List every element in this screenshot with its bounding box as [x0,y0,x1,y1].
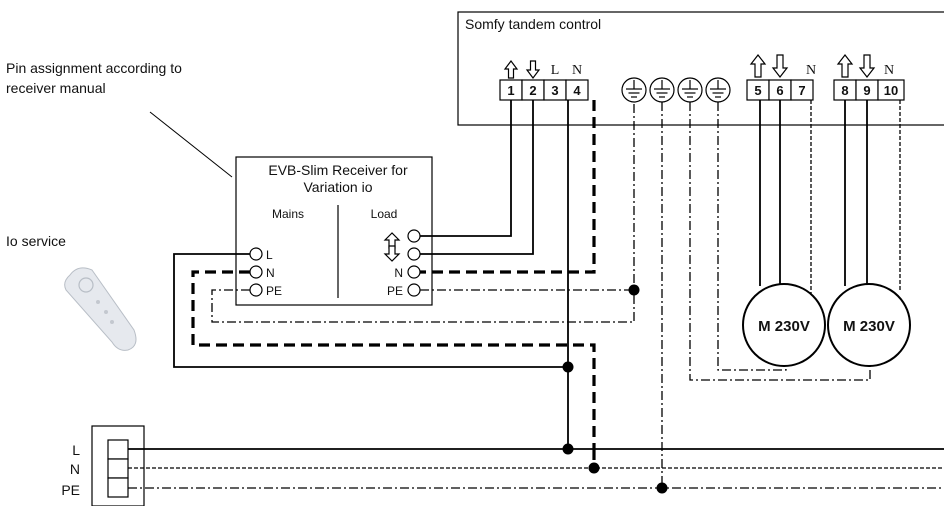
terminal-10-label: 10 [884,83,898,98]
earth-icon [705,77,731,103]
terminal-5-label: 5 [754,83,761,98]
pin-load-n-label: N [394,266,403,280]
remote-control-image [64,267,137,351]
supply-label-n: N [70,461,80,477]
motor-1 [742,283,826,367]
supply-terminal-l [107,439,129,460]
terminal-6-label: 6 [776,83,783,98]
supply-label-l: L [72,442,80,458]
wire-l [128,100,944,450]
terminal-2-label: 2 [529,83,536,98]
pin-pe-label: PE [266,284,282,298]
up-arrow-icon [749,54,767,78]
wire-motor [759,100,901,294]
terminal-1-label: 1 [507,83,514,98]
motor-2 [827,283,911,367]
junction-dots [562,284,668,494]
down-arrow-icon [383,245,401,262]
earth-terminals [621,77,731,103]
pin-l [249,247,263,261]
wire-pe [128,102,944,489]
down-arrow-icon [525,60,541,79]
receiver-title-2: Variation io [303,179,372,195]
receiver-title-1: EVB-Slim Receiver for [268,162,408,178]
load-label: Load [371,207,398,221]
mains-label: Mains [272,207,304,221]
tandem-title: Somfy tandem control [465,16,601,32]
junction-dot [628,284,640,296]
terminal-10-letter: N [884,63,894,78]
down-arrow-icon [771,54,789,78]
pin-pe [249,283,263,297]
wire-n [128,100,944,469]
terminal-block-left: 1 2 3 4 [499,79,589,101]
motor-2-label: M 230V [843,318,895,335]
pin-load-n [407,265,421,279]
earth-icon [677,77,703,103]
junction-dot [588,462,600,474]
terminal-8-label: 8 [841,83,848,98]
up-arrow-icon [836,54,854,78]
receiver-box [235,156,433,306]
earth-icon [621,77,647,103]
down-arrow-icon [858,54,876,78]
terminal-7-letter: N [806,63,816,78]
wire-control [420,100,534,255]
earth-icon [649,77,675,103]
terminal-10 [877,79,905,101]
annotation-line-2: receiver manual [6,80,106,96]
pin-load-pe [407,283,421,297]
junction-dot [562,443,574,455]
terminal-9-label: 9 [863,83,870,98]
pin-down [407,247,421,261]
junction-dot [562,361,574,373]
remote-label: Io service [6,233,66,249]
terminal-4-label: 4 [573,83,581,98]
terminal-7-label: 7 [798,83,805,98]
pin-n [249,265,263,279]
supply-label-pe: PE [61,482,80,498]
pin-up [407,229,421,243]
terminal-3-letter: L [551,63,560,78]
terminal-block-right: 5 6 7 8 9 10 [746,79,905,101]
supply-terminal-pe [107,477,129,498]
supply-terminal-n [107,458,129,479]
terminal-3-label: 3 [551,83,558,98]
terminal-4 [565,79,589,101]
up-arrow-icon [503,60,519,79]
pin-load-pe-label: PE [387,284,403,298]
annotation-leader-line [149,111,233,178]
motor-1-label: M 230V [758,318,810,335]
terminal-7 [790,79,814,101]
pin-n-label: N [266,266,275,280]
pin-l-label: L [266,248,273,262]
junction-dot [656,482,668,494]
annotation-line-1: Pin assignment according to [6,60,182,76]
terminal-4-letter: N [572,63,582,78]
